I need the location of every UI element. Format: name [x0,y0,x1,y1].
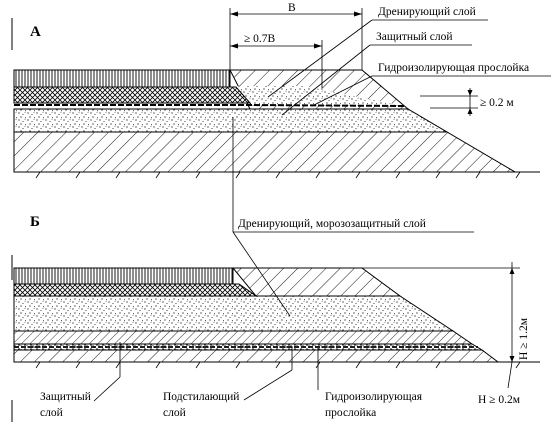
label-waterproof-layer: Гидроизолирующая прослойка [378,62,529,74]
leader-line [243,369,293,401]
arrow-icon [467,108,473,114]
leader-line [93,376,121,402]
dim-02-label: ≥ 0.2 м [480,97,514,109]
subgrade-a [13,131,517,173]
waterproof-membrane-a [14,104,405,107]
label-underlying-b-2: слой [163,407,186,419]
label-waterproof-b-2: прослойка [325,407,376,419]
section-b-letter: Б [30,214,40,230]
label-protective-layer: Защитный слой [376,31,453,43]
protective-layer-a [13,108,449,133]
label-frost-layer: Дренирующий, морозозащитный слой [238,218,426,230]
label-underlying-b-1: Подстилающий [163,391,239,403]
draining-layer-a [236,86,404,106]
leader-line [311,75,373,107]
arrow-icon [314,43,322,49]
label-protective-b-2: слой [40,407,63,419]
leader-line [267,19,373,98]
label-draining-layer: Дренирующий слой [378,6,476,18]
label-waterproof-b-1: Гидроизолирующая [325,391,423,403]
section-b: Б Дренирующий, морозозащитный слой H ≥ 1… [13,214,540,419]
base-layer-b [13,283,258,297]
ground-ticks-b [35,361,521,369]
dim-h12-label: H ≥ 1.2м [518,317,530,360]
label-protective-b-1: Защитный [40,391,91,403]
section-a-letter: А [30,24,41,40]
ground-ticks-a [35,171,521,179]
arrow-icon [230,43,238,49]
arrow-icon [509,268,515,274]
arrow-icon [467,90,473,96]
embankment-slope-b [231,267,402,297]
asphalt-layer-a [13,69,231,88]
section-a: А В ≥ 0.7В Дренирующий слой Защитный сло… [13,2,551,179]
arrow-icon [354,11,362,17]
leader-line [281,44,371,116]
subgrade-b [13,349,500,363]
leader-line [507,361,513,389]
arrow-icon [230,11,238,17]
arrow-icon [509,356,515,362]
dim-h02-label: H ≥ 0.2м [478,394,521,406]
base-layer-a [13,86,252,104]
frost-layer-b [13,295,455,332]
dim-07b-label: ≥ 0.7В [244,33,276,45]
protective-layer-b [13,330,474,345]
dim-b-label: В [288,2,296,14]
leader-line [232,231,291,317]
asphalt-layer-b [13,267,234,285]
